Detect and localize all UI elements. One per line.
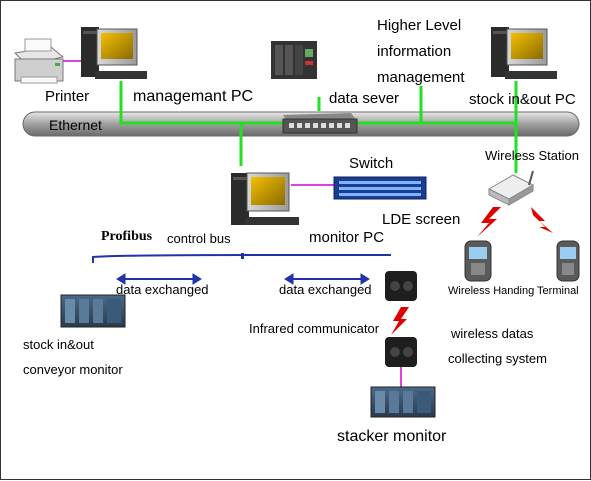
higher-level-label: Higher Level — [377, 17, 462, 34]
data-exchanged-arrow — [116, 273, 202, 285]
wireless-datas-label: collecting system — [448, 351, 547, 366]
handheld-terminal-icon — [464, 240, 492, 282]
monitor-pc-label: monitor PC — [309, 229, 385, 246]
plc-icon — [370, 386, 436, 418]
lightning-bolts — [391, 207, 553, 335]
profibus-label: Profibus — [101, 229, 153, 244]
data-exchanged-arrow — [284, 273, 370, 285]
server-icon — [271, 41, 317, 79]
access-point-icon — [487, 170, 535, 206]
data-server-label: data sever — [329, 90, 400, 107]
control-bus-label: control bus — [167, 231, 231, 246]
printer-icon — [13, 38, 65, 84]
stock-pc-icon — [491, 27, 557, 79]
wireless-station-label: Wireless Station — [485, 148, 579, 163]
switch-label: Switch — [349, 155, 394, 172]
stock-conveyor-label: stock in&out — [23, 337, 94, 352]
infrared-communicator-icon — [385, 337, 417, 367]
lde-screen-label: LDE screen — [382, 211, 461, 228]
management-pc-label: managemant PC — [133, 88, 254, 105]
network-links — [119, 81, 518, 173]
wireless-terminal-label: Wireless Handing Terminal — [448, 285, 579, 297]
wireless-datas-label: wireless datas — [451, 326, 534, 341]
stock-conveyor-label: conveyor monitor — [23, 362, 123, 377]
monitor-pc-icon — [231, 172, 299, 225]
management-pc-icon — [81, 27, 147, 79]
handheld-terminal-icon — [556, 240, 580, 282]
control-bus-line — [92, 253, 391, 263]
switch-icon — [282, 113, 358, 134]
higher-level-label: information — [377, 43, 452, 60]
printer-label: Printer — [45, 88, 90, 105]
infrared-communicator-icon — [385, 271, 417, 301]
higher-level-label: management — [377, 69, 465, 86]
data-exchanged-label: data exchanged — [279, 282, 372, 297]
infrared-label: Infrared communicator — [249, 321, 380, 336]
data-exchanged-label: data exchanged — [116, 282, 209, 297]
led-screen-icon — [333, 176, 427, 200]
ethernet-label: Ethernet — [49, 117, 102, 133]
plc-icon — [60, 294, 126, 328]
stock-pc-label: stock in&out PC — [469, 91, 576, 108]
stacker-monitor-label: stacker monitor — [337, 428, 447, 445]
